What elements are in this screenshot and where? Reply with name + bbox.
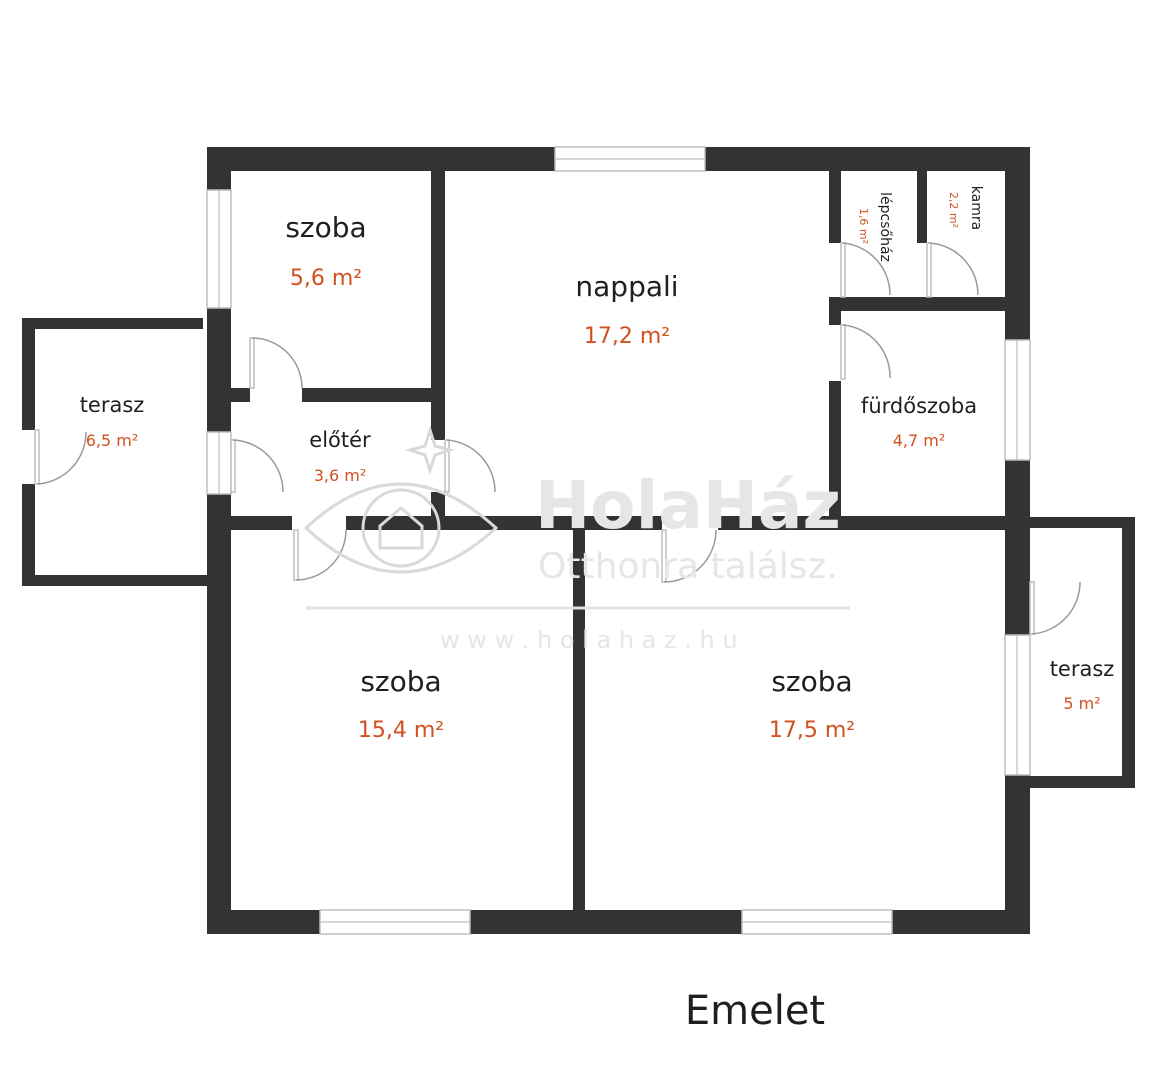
room-name-terasz-bal: terasz [80,393,145,417]
room-labels: szoba 5,6 m² nappali 17,2 m² lépcsőház 1… [80,186,1115,743]
room-area-szoba-2: 15,4 m² [358,718,444,743]
wall-szoba1-right [431,171,445,517]
door-kamra [917,242,979,298]
wall-terasz-right-outer [1122,517,1135,788]
window-szoba1-left [206,189,232,309]
doors [22,242,1081,635]
floor-label: Emelet [685,988,825,1034]
house-eye-logo-icon [303,424,499,574]
door-terasz-left [22,429,87,485]
watermark: HolaHáz Otthonra találsz. w w w . h o l … [303,424,850,654]
window-szoba3-bottom [741,909,893,935]
room-name-lepcsohaz: lépcsőház [877,192,893,262]
wall-terasz-left-top [22,318,203,329]
wall-bedrooms-divider [573,530,585,910]
room-area-kamra: 2,2 m² [947,192,960,228]
windows [206,146,1031,935]
room-name-szoba-1: szoba [285,211,366,244]
wall-right [1005,147,1030,934]
wall-lepcso-bottom [829,297,1005,311]
door-furdoszoba [829,324,891,381]
wall-terasz-right-bottom [1030,776,1135,788]
room-name-nappali: nappali [575,270,678,303]
window-furdo-right [1004,339,1031,461]
room-area-eloter: 3,6 m² [314,466,367,485]
room-area-nappali: 17,2 m² [584,324,670,349]
watermark-url: w w w . h o l a h a z . h u [440,626,738,654]
door-lepcsohaz [829,242,891,298]
room-name-szoba-3: szoba [771,665,852,698]
room-area-szoba-3: 17,5 m² [769,718,855,743]
room-area-terasz-jobb: 5 m² [1063,694,1100,713]
door-szoba1 [249,337,303,402]
window-eloter-left [206,431,232,495]
door-szoba2 [292,516,347,581]
room-area-lepcsohaz: 1,6 m² [857,208,870,244]
room-name-kamra: kamra [968,186,984,230]
wall-terasz-left-bottom [22,575,207,586]
watermark-tagline: Otthonra találsz. [538,546,838,587]
window-nappali-top [554,146,706,172]
door-eloter-left [230,439,284,493]
room-area-furdoszoba: 4,7 m² [893,431,946,450]
wall-terasz-right-top [1030,517,1135,528]
window-szoba2-bottom [319,909,471,935]
door-szoba3 [661,516,718,583]
room-name-furdoszoba: fürdőszoba [861,394,977,418]
room-name-terasz-jobb: terasz [1050,657,1115,681]
watermark-brand: HolaHáz [535,467,841,544]
room-area-szoba-1: 5,6 m² [290,266,362,291]
room-name-szoba-2: szoba [360,665,441,698]
window-szoba3-right [1004,634,1031,776]
wall-lepcso-kamra-divider [917,171,927,299]
room-area-terasz-bal: 6,5 m² [86,431,139,450]
door-terasz-right [1029,581,1081,635]
room-name-eloter: előtér [309,428,371,452]
